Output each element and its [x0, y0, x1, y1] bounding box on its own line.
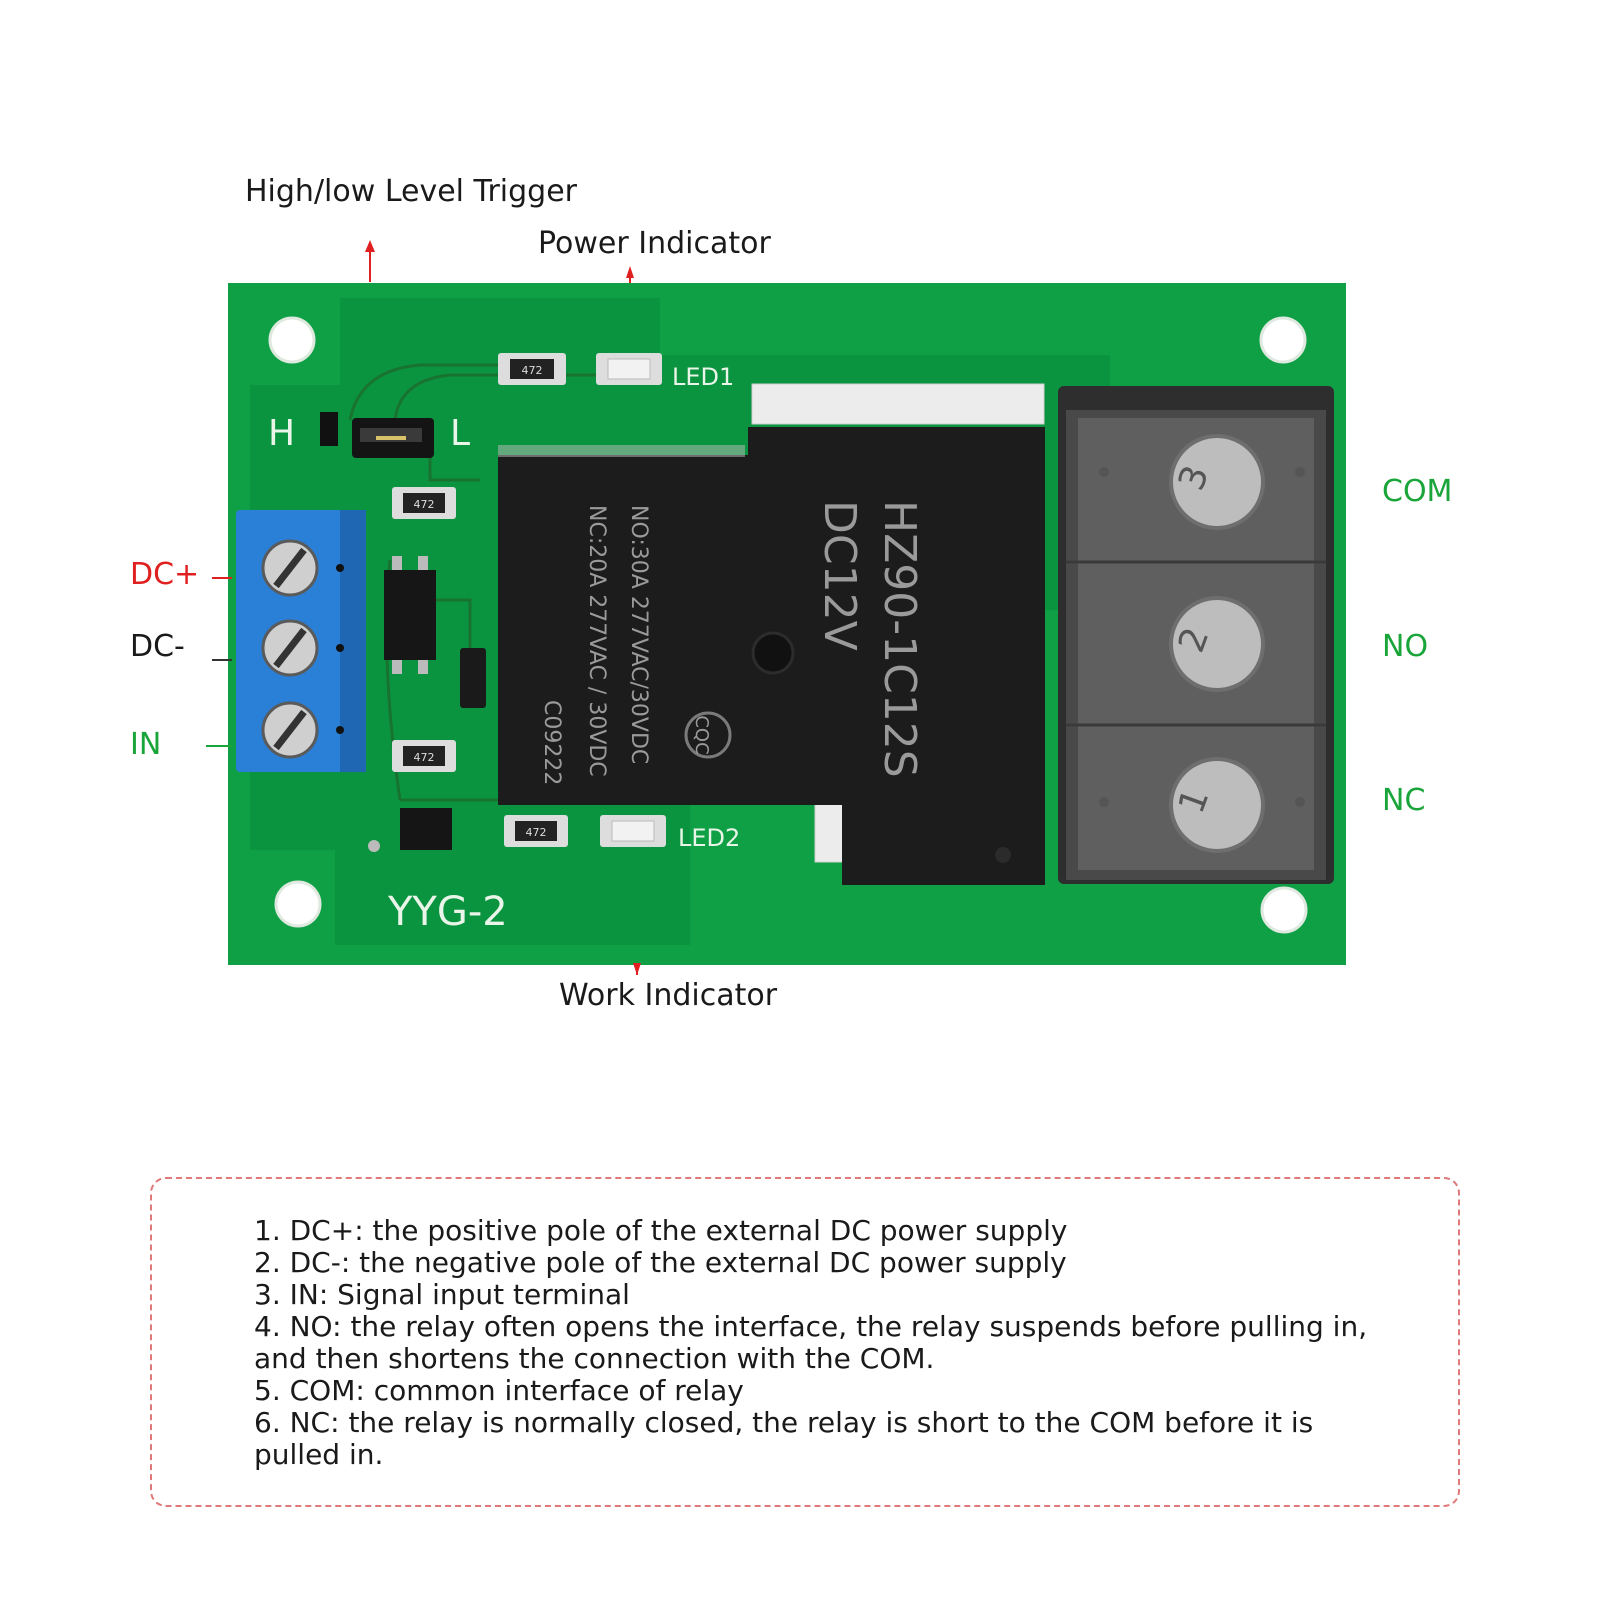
- relay-nc-rating: NC:20A 277VAC / 30VDC: [584, 505, 609, 777]
- note-item: 4. NO: the relay often opens the interfa…: [254, 1310, 1368, 1375]
- svg-text:472: 472: [414, 498, 435, 511]
- callout-arrows: [206, 240, 641, 975]
- power-indicator-callout: Power Indicator: [538, 226, 771, 261]
- led1: [596, 353, 662, 385]
- relay-batch: C09222: [539, 700, 564, 785]
- transistor: [368, 808, 452, 852]
- led2-label: LED2: [678, 824, 740, 852]
- smd-resistor: 472: [392, 740, 456, 772]
- note-item: 3. IN: Signal input terminal: [254, 1278, 630, 1311]
- svg-text:472: 472: [522, 364, 543, 377]
- mount-hole: [1259, 316, 1307, 364]
- mount-hole: [1260, 886, 1308, 934]
- output-terminal-block[interactable]: 3 2 1: [1058, 386, 1334, 884]
- jumper-header[interactable]: [320, 412, 434, 458]
- mount-hole: [274, 880, 322, 928]
- note-item: 1. DC+: the positive pole of the externa…: [254, 1214, 1068, 1247]
- terminal-notes-box: 1. DC+: the positive pole of the externa…: [150, 1177, 1460, 1507]
- nc-callout: NC: [1382, 783, 1426, 818]
- optocoupler: [384, 556, 436, 674]
- com-callout: COM: [1382, 474, 1453, 509]
- diode: [460, 648, 486, 708]
- relay: CQC HZ90-1C12S DC12V NO:30A 277VAC/30VDC…: [498, 383, 1045, 885]
- mount-hole: [268, 316, 316, 364]
- smd-resistor: 472: [392, 487, 456, 519]
- in-callout: IN: [130, 727, 162, 762]
- jumper-l-label: L: [450, 413, 470, 454]
- no-callout: NO: [1382, 629, 1429, 664]
- jumper-h-label: H: [268, 413, 295, 454]
- dc-minus-callout: DC-: [130, 629, 185, 664]
- led2: [600, 815, 666, 847]
- svg-text:472: 472: [526, 826, 547, 839]
- trigger-callout: High/low Level Trigger: [245, 174, 578, 209]
- input-screw-terminal[interactable]: [236, 510, 366, 772]
- note-item: 5. COM: common interface of relay: [254, 1374, 744, 1407]
- relay-no-rating: NO:30A 277VAC/30VDC: [626, 505, 651, 764]
- relay-cert-mark: CQC: [691, 715, 712, 754]
- relay-model: HZ90-1C12S: [874, 500, 925, 778]
- dc-plus-callout: DC+: [130, 557, 200, 592]
- svg-text:472: 472: [414, 751, 435, 764]
- note-item: 2. DC-: the negative pole of the externa…: [254, 1246, 1067, 1279]
- notes-list: 1. DC+: the positive pole of the externa…: [254, 1215, 1394, 1471]
- relay-voltage: DC12V: [814, 500, 865, 651]
- work-indicator-callout: Work Indicator: [559, 978, 778, 1013]
- smd-resistor: 472: [504, 815, 568, 847]
- smd-resistor: 472: [498, 353, 566, 385]
- note-item: 6. NC: the relay is normally closed, the…: [254, 1406, 1314, 1471]
- board-model-label: YYG-2: [387, 889, 508, 935]
- led1-label: LED1: [672, 363, 734, 391]
